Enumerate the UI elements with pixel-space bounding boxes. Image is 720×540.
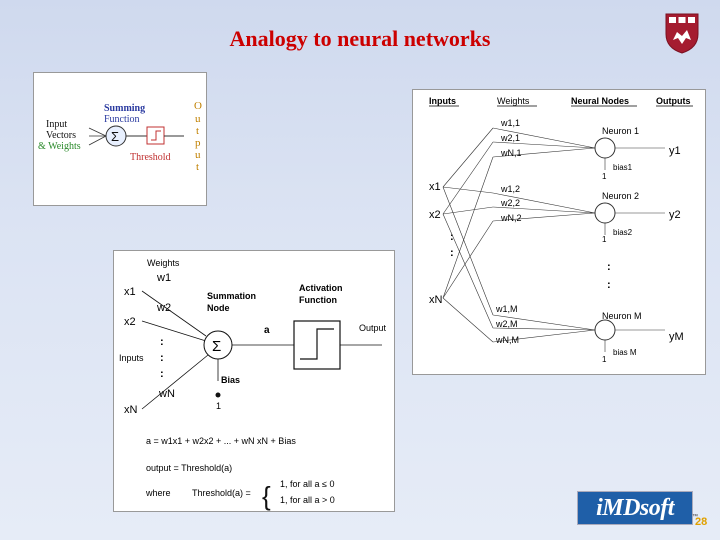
weight-wN1: wN,1	[500, 148, 522, 158]
svg-text::: :	[450, 231, 454, 243]
equation-output: output = Threshold(a)	[146, 463, 232, 473]
trademark-mark: ™	[692, 514, 698, 520]
sigma-symbol: Σ	[111, 129, 119, 144]
input-x1: x1	[429, 181, 441, 193]
vectors-label: Vectors	[46, 130, 76, 141]
summation-node	[203, 330, 233, 360]
bias-M: bias M	[613, 348, 637, 357]
svg-text::: :	[607, 279, 611, 291]
weight-w22: w2,2	[500, 198, 520, 208]
threshold-label: Threshold	[130, 152, 171, 163]
weight-w21: w2,1	[500, 133, 520, 143]
summing-label: Summing	[104, 103, 145, 114]
output-letter-6: t	[196, 161, 199, 173]
svg-text::: :	[160, 352, 164, 364]
neuron-2	[594, 202, 616, 224]
output-letter-3: t	[196, 125, 199, 137]
input-x2: x2	[124, 316, 136, 328]
neuron-M	[594, 319, 616, 341]
output-label: Output	[359, 323, 387, 333]
svg-text::: :	[450, 247, 454, 259]
header-outputs: Outputs	[656, 96, 691, 106]
function-label: Function	[104, 114, 140, 125]
neural-network-diagram: Inputs Weights Neural Nodes Outputs x1 x…	[412, 89, 706, 375]
weight-wN2: wN,2	[500, 213, 522, 223]
slide-title: Analogy to neural networks	[229, 26, 491, 51]
weight-wNM: wN,M	[495, 335, 519, 345]
weight-wN: wN	[158, 388, 175, 400]
input-xN: xN	[429, 294, 443, 306]
function-label: Function	[299, 295, 337, 305]
bias-value: 1	[216, 401, 221, 411]
neuron-1	[594, 137, 616, 159]
svg-text::: :	[160, 368, 164, 380]
bias-label: Bias	[221, 375, 240, 385]
bias-1: bias1	[613, 163, 633, 172]
perceptron-diagram: Weights w1 w2 wN x1 x2 xN Inputs : : : S…	[113, 250, 395, 512]
output-yM: yM	[669, 331, 684, 343]
svg-text::: :	[607, 261, 611, 273]
neuron-1-label: Neuron 1	[602, 126, 639, 136]
inputs-label: Inputs	[119, 353, 144, 363]
svg-text::: :	[160, 336, 164, 348]
bias-2: bias2	[613, 228, 633, 237]
activation-label: Activation	[299, 283, 343, 293]
imdsoft-logo: iMDsoft	[577, 491, 693, 525]
header-neural-nodes: Neural Nodes	[571, 96, 629, 106]
equation-where: where	[145, 488, 171, 498]
weight-w1M: w1,M	[495, 304, 518, 314]
svg-text:{: {	[262, 481, 271, 511]
summation-label: Summation	[207, 291, 256, 301]
input-x1: x1	[124, 286, 136, 298]
output-letter-1: O	[194, 100, 202, 112]
input-x2: x2	[429, 209, 441, 221]
output-y2: y2	[669, 209, 681, 221]
header-inputs: Inputs	[429, 96, 456, 106]
neuron-2-label: Neuron 2	[602, 191, 639, 201]
harvard-crest-logo	[665, 13, 699, 54]
bias-1-value: 1	[602, 172, 607, 181]
weight-w11: w1,1	[500, 118, 520, 128]
equation-threshold: Threshold(a) =	[192, 488, 251, 498]
summing-function-diagram: Summing Function Input Vectors & Weights…	[33, 72, 207, 206]
input-label: Input	[46, 119, 67, 130]
page-number: 28	[695, 516, 708, 528]
bias-2-value: 1	[602, 235, 607, 244]
weight-w12: w1,2	[500, 184, 520, 194]
weight-w2M: w2,M	[495, 319, 518, 329]
output-letter-2: u	[195, 113, 201, 125]
sigma-symbol: Σ	[212, 338, 221, 355]
equation-case-2: 1, for all a > 0	[280, 495, 335, 505]
equation-a: a = w1x1 + w2x2 + ... + wN xN + Bias	[146, 436, 296, 446]
bias-M-value: 1	[602, 355, 607, 364]
weights-header: Weights	[147, 258, 180, 268]
output-y1: y1	[669, 145, 681, 157]
weight-w2: w2	[156, 302, 171, 314]
output-letter-4: p	[195, 137, 201, 149]
output-letter-5: u	[195, 149, 201, 161]
equation-case-1: 1, for all a ≤ 0	[280, 479, 334, 489]
node-label: Node	[207, 303, 230, 313]
a-label: a	[264, 325, 270, 336]
neuron-M-label: Neuron M	[602, 311, 642, 321]
input-xN: xN	[124, 404, 138, 416]
header-weights: Weights	[497, 96, 530, 106]
weights-label: & Weights	[38, 141, 81, 152]
weight-w1: w1	[156, 272, 171, 284]
